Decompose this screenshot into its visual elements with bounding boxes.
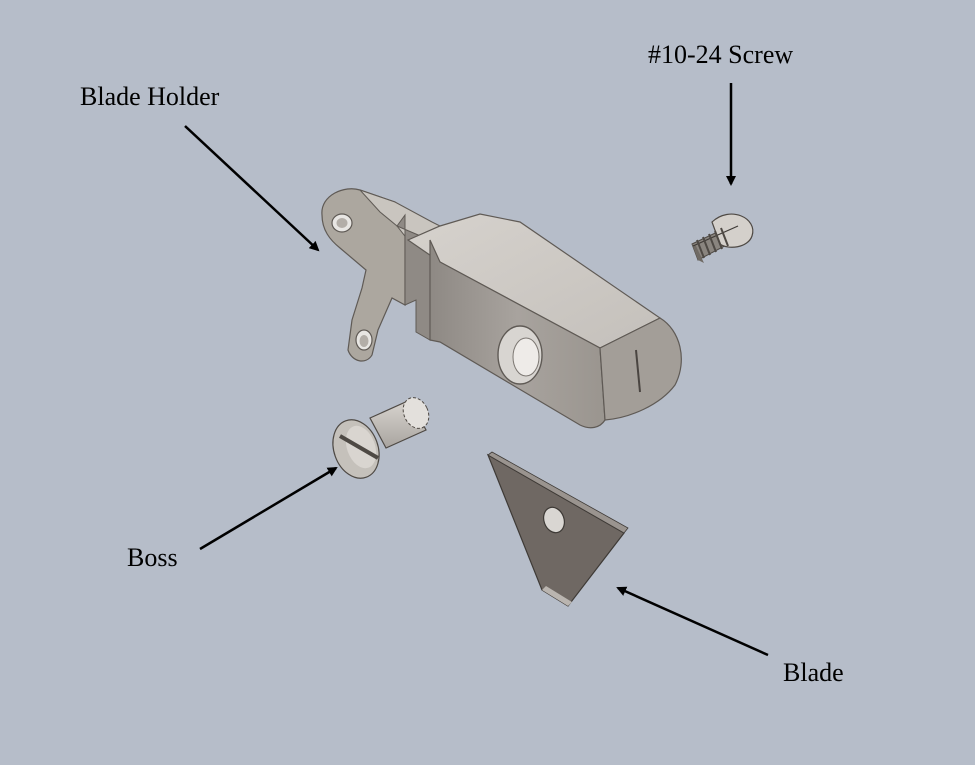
boss-label: Boss [127,543,178,572]
blade-part [486,451,629,607]
screw-part [691,213,754,263]
boss-part [332,397,430,479]
blade-label: Blade [783,658,844,687]
blade-arrow [616,586,769,657]
blade-holder-label: Blade Holder [80,82,220,111]
blade-holder-arrow [184,125,320,252]
screw-label: #10-24 Screw [648,40,794,69]
blade-holder-part [321,188,682,429]
boss-arrow [199,466,338,551]
